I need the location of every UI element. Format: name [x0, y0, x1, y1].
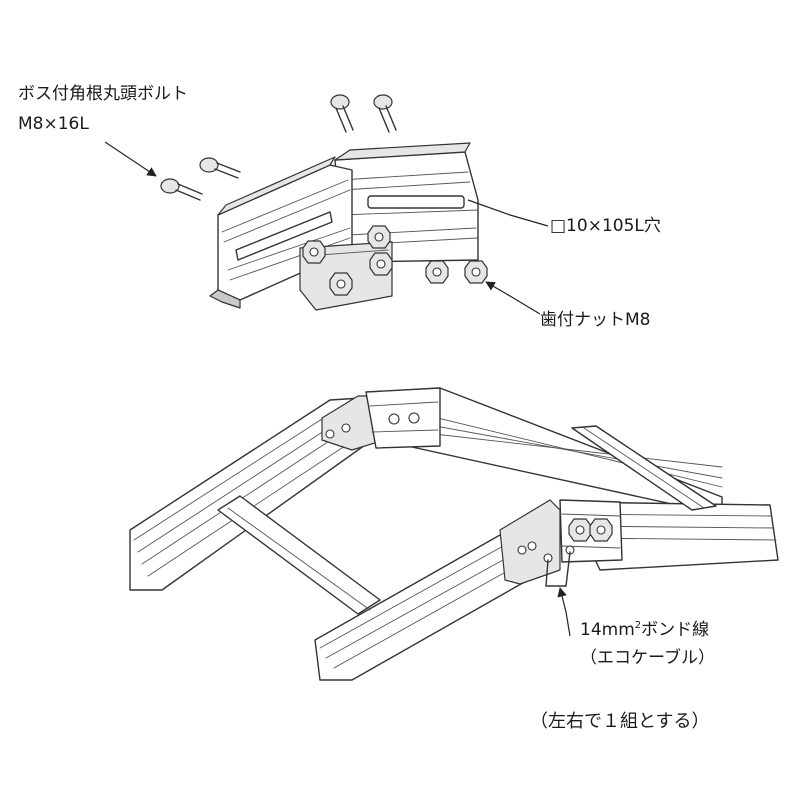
rail-section-left	[209, 156, 353, 309]
nut-icon	[367, 225, 391, 249]
bolt-group-top	[330, 94, 397, 133]
bolt-icon	[199, 157, 241, 179]
bolt-leader	[104, 141, 157, 177]
joint-upper	[321, 387, 441, 451]
bolt-icon	[373, 94, 397, 133]
nut-icon	[329, 272, 353, 296]
nut-label: 歯付ナットM8	[540, 310, 651, 330]
note-label: （左右で１組とする）	[530, 711, 710, 732]
nut-icon	[369, 252, 393, 276]
nut-icon	[302, 240, 326, 264]
slot-hole-label: □10×105L穴	[550, 216, 661, 236]
nut-icon	[425, 260, 449, 284]
bond-wire-type-label: （エコケーブル）	[580, 648, 715, 668]
bond-wire-size-unit: 2	[634, 620, 642, 631]
exploded-view	[104, 94, 549, 315]
assembled-view	[129, 387, 779, 681]
bond-wire-leader	[557, 587, 571, 637]
bolt-icon	[330, 94, 354, 133]
joint-lower	[499, 499, 623, 587]
bolt-size-label: M8×16L	[18, 114, 89, 134]
bond-wire-name: ボンド線	[641, 620, 710, 640]
nut-leader	[485, 281, 541, 315]
slot-leader	[467, 199, 549, 227]
bolt-icon	[160, 178, 203, 201]
bolt-name-label: ボス付角根丸頭ボルト	[18, 84, 188, 104]
bolt-group-left	[160, 157, 241, 201]
bond-wire-size: 14mm	[580, 620, 635, 640]
bond-wire-label: 14mm2ボンド線	[580, 616, 709, 640]
ladder-rungs	[217, 425, 717, 615]
nut-icon	[589, 518, 613, 542]
bond-wire	[545, 551, 571, 587]
nut-icon	[568, 518, 592, 542]
nut-icon	[464, 260, 488, 284]
